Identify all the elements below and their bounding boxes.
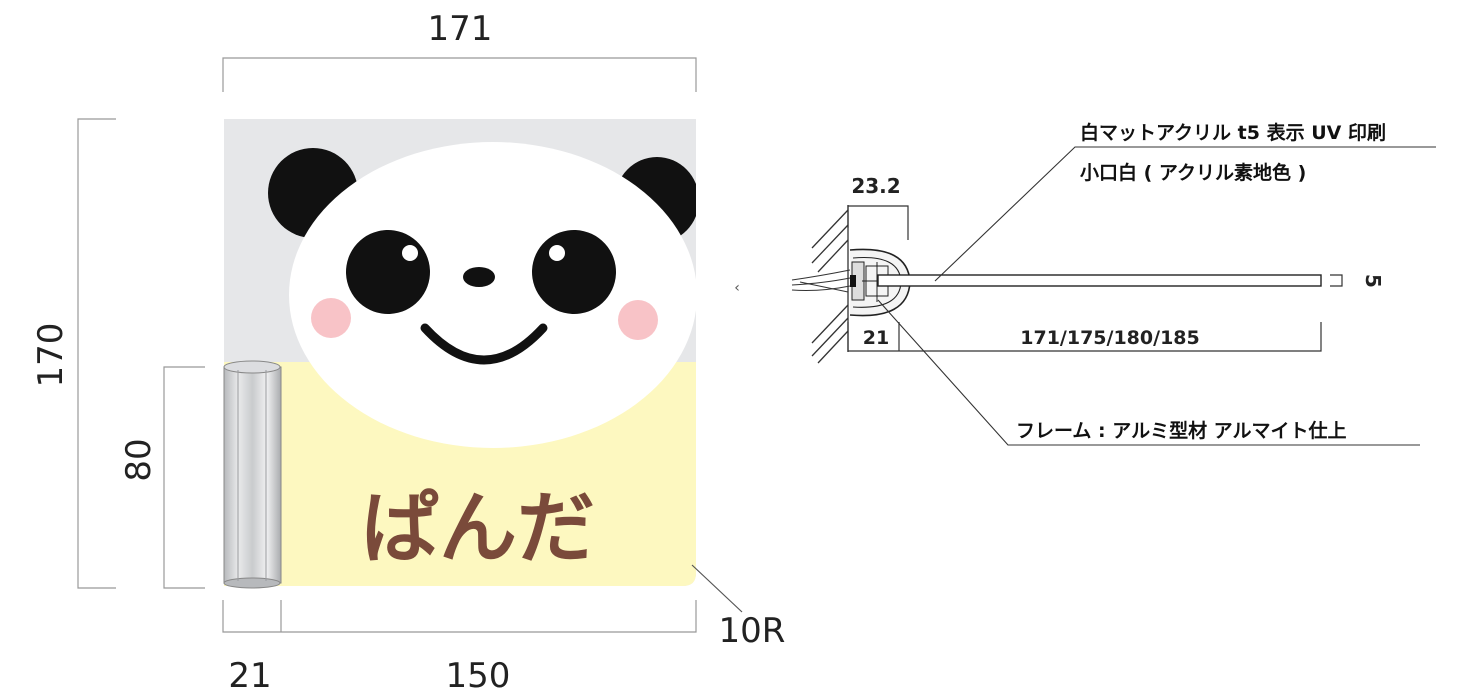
dim-width-label: 171 <box>428 9 493 49</box>
dim-thickness-label: 5 <box>1361 274 1385 288</box>
dim-panel-width-label: 150 <box>446 656 511 695</box>
section-view: ‹ <box>734 121 1436 446</box>
corner-radius-callout: 10R <box>691 564 786 651</box>
dim-section-frame-label: 21 <box>863 327 889 349</box>
panda-nose <box>463 267 495 287</box>
note-frame: フレーム : アルミ型材 アルマイト仕上 <box>1016 419 1347 442</box>
panda-left-cheek <box>311 298 351 338</box>
dim-frame-depth: 23.2 <box>847 174 909 240</box>
dim-thickness: 5 <box>1330 274 1385 288</box>
dim-section-length-label: 171/175/180/185 <box>1020 327 1199 349</box>
dim-bottom: 21 150 <box>222 600 697 695</box>
panda-head <box>289 142 696 448</box>
acrylic-panel-section <box>877 274 1322 287</box>
sign-text: ぱんだ <box>361 484 595 574</box>
dim-height-170: 170 <box>31 118 116 589</box>
note-edge: 小口白 ( アクリル素地色 ) <box>1080 161 1306 184</box>
sign-panel: ぱんだ <box>224 119 696 586</box>
section-mark: ‹ <box>734 280 740 296</box>
mounting-wires <box>791 269 851 293</box>
wall-hatch <box>811 205 849 364</box>
dim-section-bottom: 21 171/175/180/185 <box>847 322 1322 352</box>
corner-radius-label: 10R <box>719 611 786 651</box>
front-view: 171 170 80 21 150 <box>31 9 785 695</box>
aluminium-frame-front <box>223 360 282 589</box>
dim-frame-depth-label: 23.2 <box>851 174 900 198</box>
panda-right-eye-shine <box>549 245 565 261</box>
note-material: 白マットアクリル t5 表示 UV 印刷 <box>1080 121 1386 144</box>
panda-right-cheek <box>618 300 658 340</box>
panda-smile <box>420 323 548 365</box>
dim-frame-height-80: 80 <box>119 366 205 589</box>
leader-lines <box>877 146 1436 446</box>
dim-height-label: 170 <box>31 323 71 388</box>
dim-frame-height-label: 80 <box>119 438 159 481</box>
panda-left-eye-shine <box>402 245 418 261</box>
dim-width-171: 171 <box>222 9 697 92</box>
dim-frame-width-label: 21 <box>228 656 271 695</box>
